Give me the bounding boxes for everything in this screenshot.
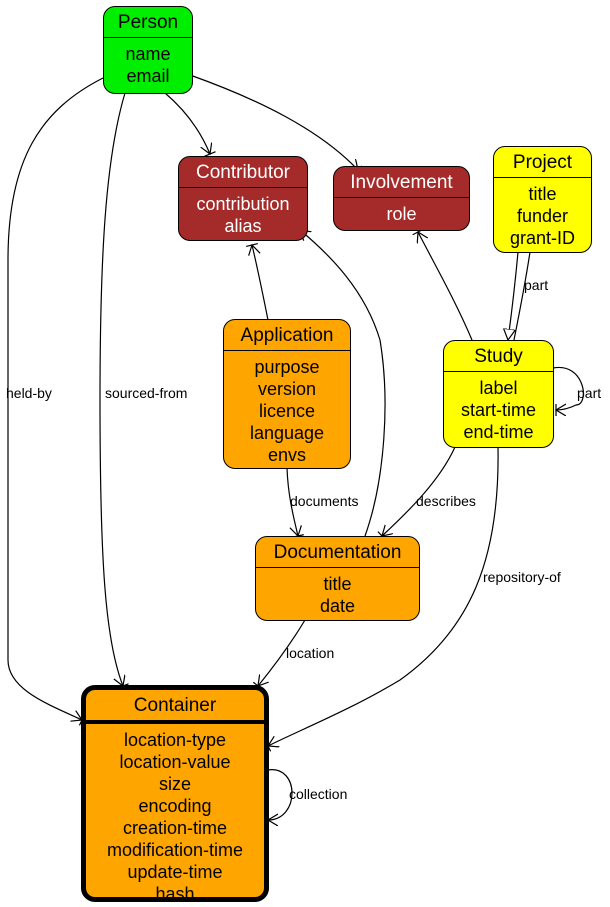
- node-person-title: Person: [104, 7, 192, 38]
- node-involvement[interactable]: Involvement role: [333, 166, 470, 231]
- node-attribute: alias: [224, 216, 262, 236]
- node-application-title: Application: [224, 320, 350, 351]
- node-attribute: licence: [258, 401, 316, 421]
- edge-documents: [286, 467, 298, 536]
- label-location: location: [286, 645, 334, 661]
- edge-documentation-contributor: [300, 230, 386, 537]
- node-attribute: creation-time: [122, 818, 228, 838]
- node-attribute: contribution: [196, 194, 290, 214]
- node-attribute: date: [319, 596, 356, 616]
- label-project-part: part: [524, 277, 548, 293]
- edge-study-self-part: [552, 366, 584, 410]
- edge-held-by: [7, 77, 104, 720]
- node-attribute: size: [158, 774, 191, 794]
- node-attribute: start-time: [460, 400, 536, 420]
- label-repository-of: repository-of: [483, 569, 561, 585]
- node-involvement-attrs: role: [334, 198, 469, 227]
- node-attribute: funder: [516, 206, 569, 226]
- node-attribute: end-time: [463, 422, 534, 442]
- node-attribute: label: [479, 378, 518, 398]
- node-attribute: update-time: [127, 862, 223, 882]
- label-sourced-from: sourced-from: [105, 385, 187, 401]
- node-container-title: Container: [86, 690, 264, 724]
- node-attribute: hash: [155, 884, 195, 902]
- node-attribute: location-type: [123, 730, 227, 750]
- node-attribute: name: [125, 44, 171, 64]
- node-attribute: grant-ID: [509, 228, 576, 248]
- node-attribute: title: [323, 574, 352, 594]
- node-attribute: title: [528, 184, 557, 204]
- node-attribute: purpose: [254, 357, 320, 377]
- edge-application-contributor: [252, 245, 269, 321]
- edge-study-project-part-2: [513, 251, 531, 341]
- edge-describes: [382, 446, 456, 536]
- edge-study-involvement: [418, 232, 473, 341]
- edge-location: [258, 619, 306, 686]
- edge-collection: [268, 769, 293, 820]
- node-project-title: Project: [494, 147, 591, 178]
- edge-sourced-from: [99, 92, 125, 686]
- node-attribute: encoding: [138, 796, 212, 816]
- node-attribute: location-value: [119, 752, 231, 772]
- edge-study-project-part: [508, 251, 519, 340]
- node-study-title: Study: [444, 341, 553, 372]
- node-attribute: version: [257, 379, 317, 399]
- edge-person-contributor: [164, 92, 210, 154]
- node-documentation-title: Documentation: [256, 537, 419, 568]
- node-involvement-title: Involvement: [334, 167, 469, 198]
- edge-person-involvement: [189, 74, 358, 170]
- label-held-by: held-by: [6, 385, 52, 401]
- label-documents: documents: [290, 493, 358, 509]
- node-attribute: envs: [267, 445, 307, 465]
- node-attribute: modification-time: [106, 840, 244, 860]
- edge-repository-of: [268, 446, 499, 746]
- node-attribute: language: [249, 423, 325, 443]
- label-describes: describes: [416, 493, 476, 509]
- label-study-part: part: [577, 385, 601, 401]
- node-attribute: email: [126, 66, 170, 86]
- node-attribute: role: [386, 204, 417, 224]
- node-contributor-title: Contributor: [179, 157, 307, 188]
- label-collection: collection: [289, 786, 347, 802]
